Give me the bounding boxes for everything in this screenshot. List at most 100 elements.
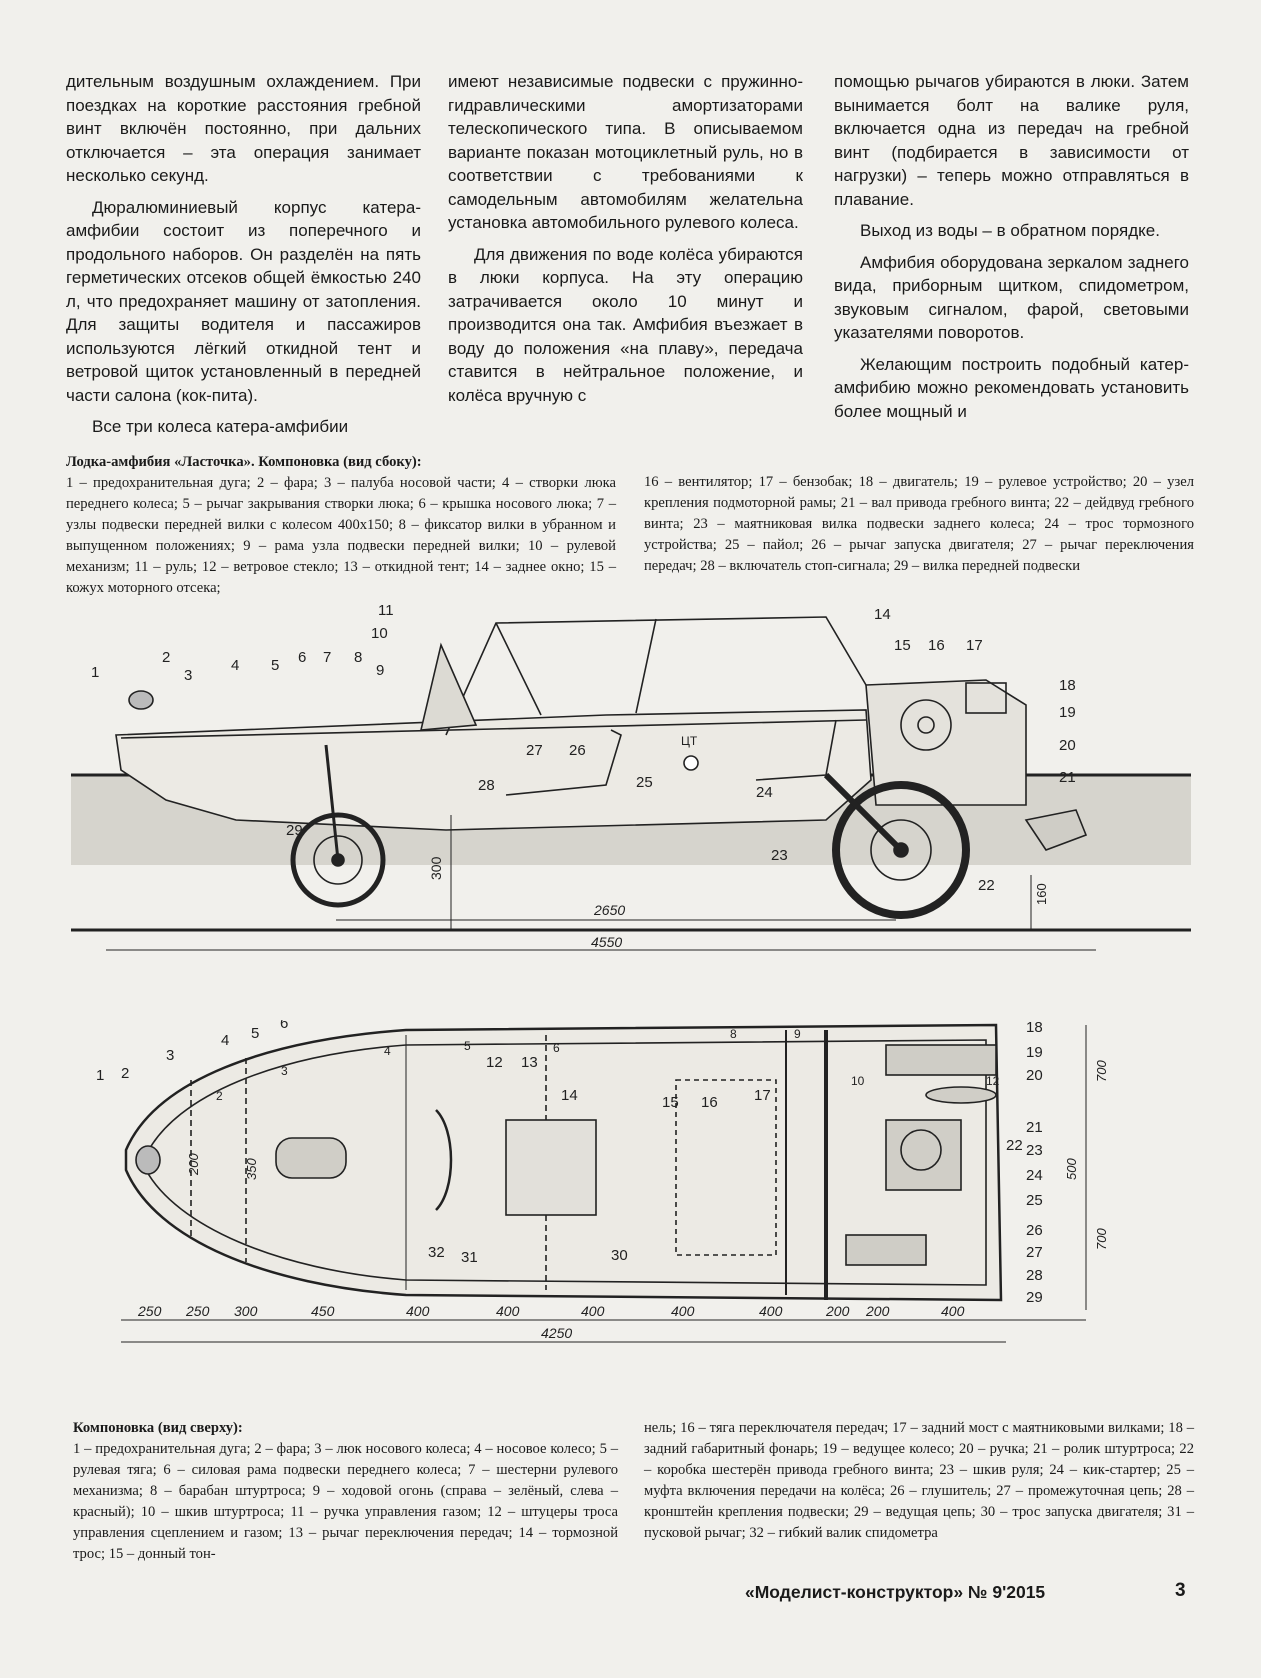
side-view-caption-left: Лодка-амфибия «Ласточка». Компоновка (ви…: [66, 452, 616, 599]
callout: 6: [280, 1020, 288, 1032]
paragraph: Желающим построить подобный катер-амфиби…: [834, 354, 1189, 421]
callout: 25: [1026, 1192, 1043, 1209]
handlebar: [435, 1109, 453, 1211]
windshield: [419, 642, 478, 731]
bulkhead-mark: 2: [216, 1089, 223, 1103]
dim-label: 350: [244, 1158, 259, 1180]
bulkhead-marks: 2 3 4 5 6 8 9 10 12: [216, 1027, 1000, 1103]
dim-label: 300: [234, 1303, 258, 1319]
bulkhead-mark: 4: [384, 1044, 391, 1058]
fuel-tank: [965, 682, 1007, 714]
dim-label: 4550: [591, 934, 622, 950]
headlight: [128, 690, 154, 710]
deck-line: [120, 719, 867, 739]
callout: 19: [1026, 1044, 1043, 1061]
dim-label: 450: [311, 1303, 335, 1319]
caption-title: Компоновка (вид сверху):: [73, 1420, 243, 1436]
callout: 30: [611, 1247, 628, 1264]
callout: 10: [371, 625, 388, 642]
paragraph: дительным воздушным охлаждением. При пое…: [66, 72, 421, 185]
fan: [900, 699, 952, 751]
paragraph: Дюралюминиевый корпус катера-амфибии сос…: [66, 197, 421, 405]
callout: 20: [1026, 1067, 1043, 1084]
bulkhead-mark: 12: [986, 1074, 1000, 1088]
fan-hub: [917, 716, 935, 734]
callout: 24: [756, 784, 773, 801]
side-view-drawing: ЦТ 300 160 2650 4550 1 2 3 4 5 6 7 8 9 1…: [66, 572, 1196, 990]
floor-panel: [675, 1079, 777, 1256]
headlight: [135, 1145, 161, 1175]
engine: [885, 1119, 962, 1191]
callout: 16: [928, 637, 945, 654]
callout: 22: [978, 877, 995, 894]
swing-arm: [823, 772, 904, 853]
hull-inner: [145, 1039, 987, 1286]
callout: 29: [1026, 1289, 1043, 1306]
callout: 1: [96, 1067, 104, 1084]
callout: 2: [121, 1065, 129, 1082]
callout: 27: [1026, 1244, 1043, 1261]
callout: 12: [406, 605, 423, 607]
callout: 16: [701, 1094, 718, 1111]
canopy-frame: [495, 622, 542, 716]
callout: 23: [771, 847, 788, 864]
dim-label: 2650: [593, 902, 625, 918]
front-wheel: [290, 812, 386, 908]
dim-label: 700: [1094, 1228, 1109, 1250]
callout: 1: [91, 664, 99, 681]
paragraph: помощью рычагов убираются в люки. Затем …: [834, 72, 1189, 209]
callout: 11: [378, 605, 394, 619]
callout: 28: [478, 777, 495, 794]
callout: 15: [894, 637, 911, 654]
callout: 5: [251, 1025, 259, 1042]
callout: 19: [1059, 704, 1076, 721]
callout: 4: [231, 657, 239, 674]
cg-label: ЦТ: [681, 734, 698, 748]
callout: 31: [461, 1249, 478, 1266]
dim-label: 400: [496, 1303, 520, 1319]
engine-flywheel: [900, 1129, 942, 1171]
callout: 3: [166, 1047, 174, 1064]
front-wheel-rim: [313, 835, 363, 885]
dim-label: 400: [671, 1303, 695, 1319]
caption-legend: нель; 16 – тяга переключателя передач; 1…: [644, 1420, 1194, 1541]
canopy-frame: [635, 618, 657, 714]
paragraph: имеют независимые подвески с пружинно-ги…: [448, 72, 803, 232]
callout: 5: [271, 657, 279, 674]
callout: 17: [754, 1087, 771, 1104]
callout: 3: [184, 667, 192, 684]
nose-wheel: [275, 1137, 347, 1179]
dim-label: 400: [581, 1303, 605, 1319]
callout: 14: [561, 1087, 578, 1104]
callout: 4: [221, 1032, 229, 1049]
dim-label: 200: [825, 1303, 850, 1319]
callout: 6: [298, 649, 306, 666]
top-view-drawing: 250 250 300 450 400 400 400 400 400 200 …: [66, 999, 1196, 1405]
paragraph: Для движения по воде колёса убираются в …: [448, 244, 803, 405]
callout: 13: [521, 1054, 538, 1071]
callout: 25: [636, 774, 653, 791]
callout: 21: [1026, 1119, 1043, 1136]
dim-label-total: 4250: [541, 1325, 572, 1341]
callout: 29: [286, 822, 303, 839]
callout: 15: [662, 1094, 679, 1111]
dim-label: 400: [406, 1303, 430, 1319]
callout: 8: [354, 649, 362, 666]
callout: 18: [1059, 677, 1076, 694]
propeller: [1024, 809, 1088, 851]
paragraph: Все три колеса катера-амфибии: [92, 417, 349, 436]
cg-mark: [683, 755, 699, 771]
callout: 27: [526, 742, 543, 759]
dim-label: 250: [185, 1303, 210, 1319]
front-fork: [324, 744, 340, 861]
dim-label: 250: [137, 1303, 162, 1319]
paragraph: Амфибия оборудована зеркалом заднего вид…: [834, 252, 1189, 343]
callout: 14: [874, 606, 891, 623]
callout: 18: [1026, 1020, 1043, 1036]
page-number: 3: [1175, 1580, 1186, 1601]
seat: [505, 1119, 597, 1216]
dim-label: 400: [759, 1303, 783, 1319]
callout: 7: [323, 649, 331, 666]
callout: 23: [1026, 1142, 1043, 1159]
callout: 17: [966, 637, 983, 654]
